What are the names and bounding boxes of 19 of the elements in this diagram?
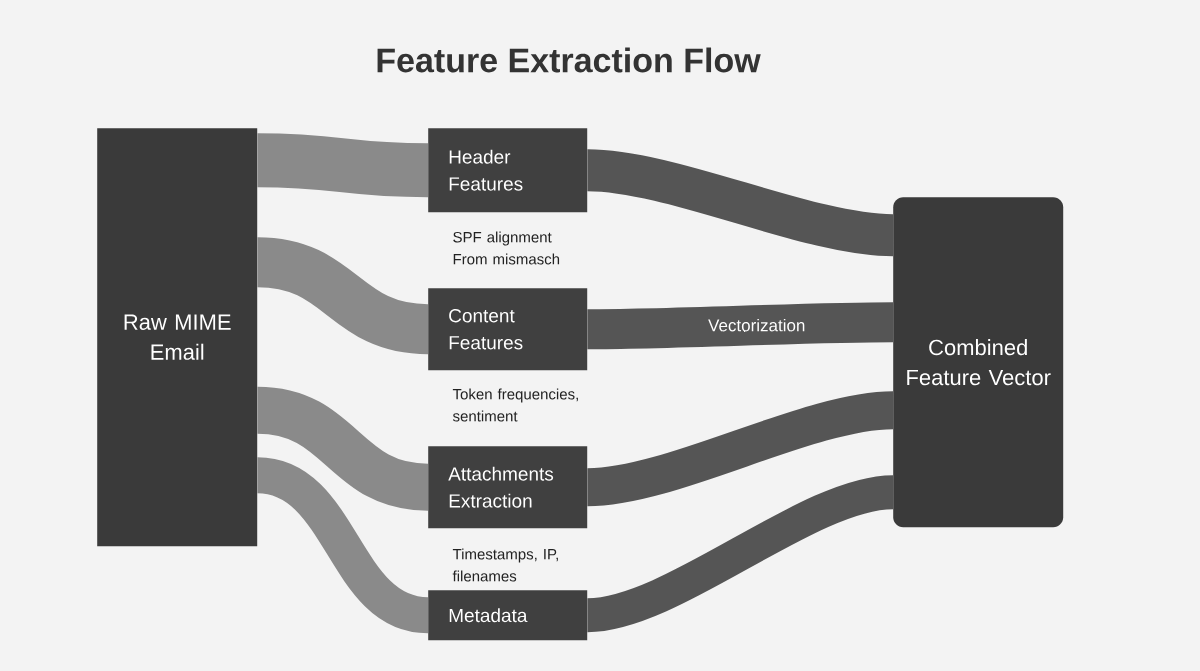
title: Feature Extraction Flow	[377, 47, 761, 73]
description-text: Timestamps, IP, filenames	[452, 548, 558, 582]
flow-band	[255, 237, 430, 355]
flow-band	[586, 149, 895, 257]
process-box: Header Features	[428, 128, 588, 213]
flow-band	[587, 302, 894, 350]
flow-band	[254, 457, 431, 633]
process-box: Combined Feature Vector	[893, 197, 1064, 528]
process-box: Metadata	[428, 590, 588, 641]
flow-band	[585, 475, 895, 633]
description-text: SPF alignment From mismasch	[453, 231, 560, 265]
flow-band	[586, 391, 895, 507]
process-box: Content Features	[428, 288, 588, 371]
flow-band	[257, 133, 429, 198]
edge-label: Vectorization	[708, 318, 805, 332]
process-box: Raw MIME Email	[97, 128, 258, 547]
description-text: Token frequencies, sentiment	[452, 388, 578, 422]
flow-band	[255, 386, 430, 511]
process-box: Attachments Extraction	[428, 446, 588, 529]
